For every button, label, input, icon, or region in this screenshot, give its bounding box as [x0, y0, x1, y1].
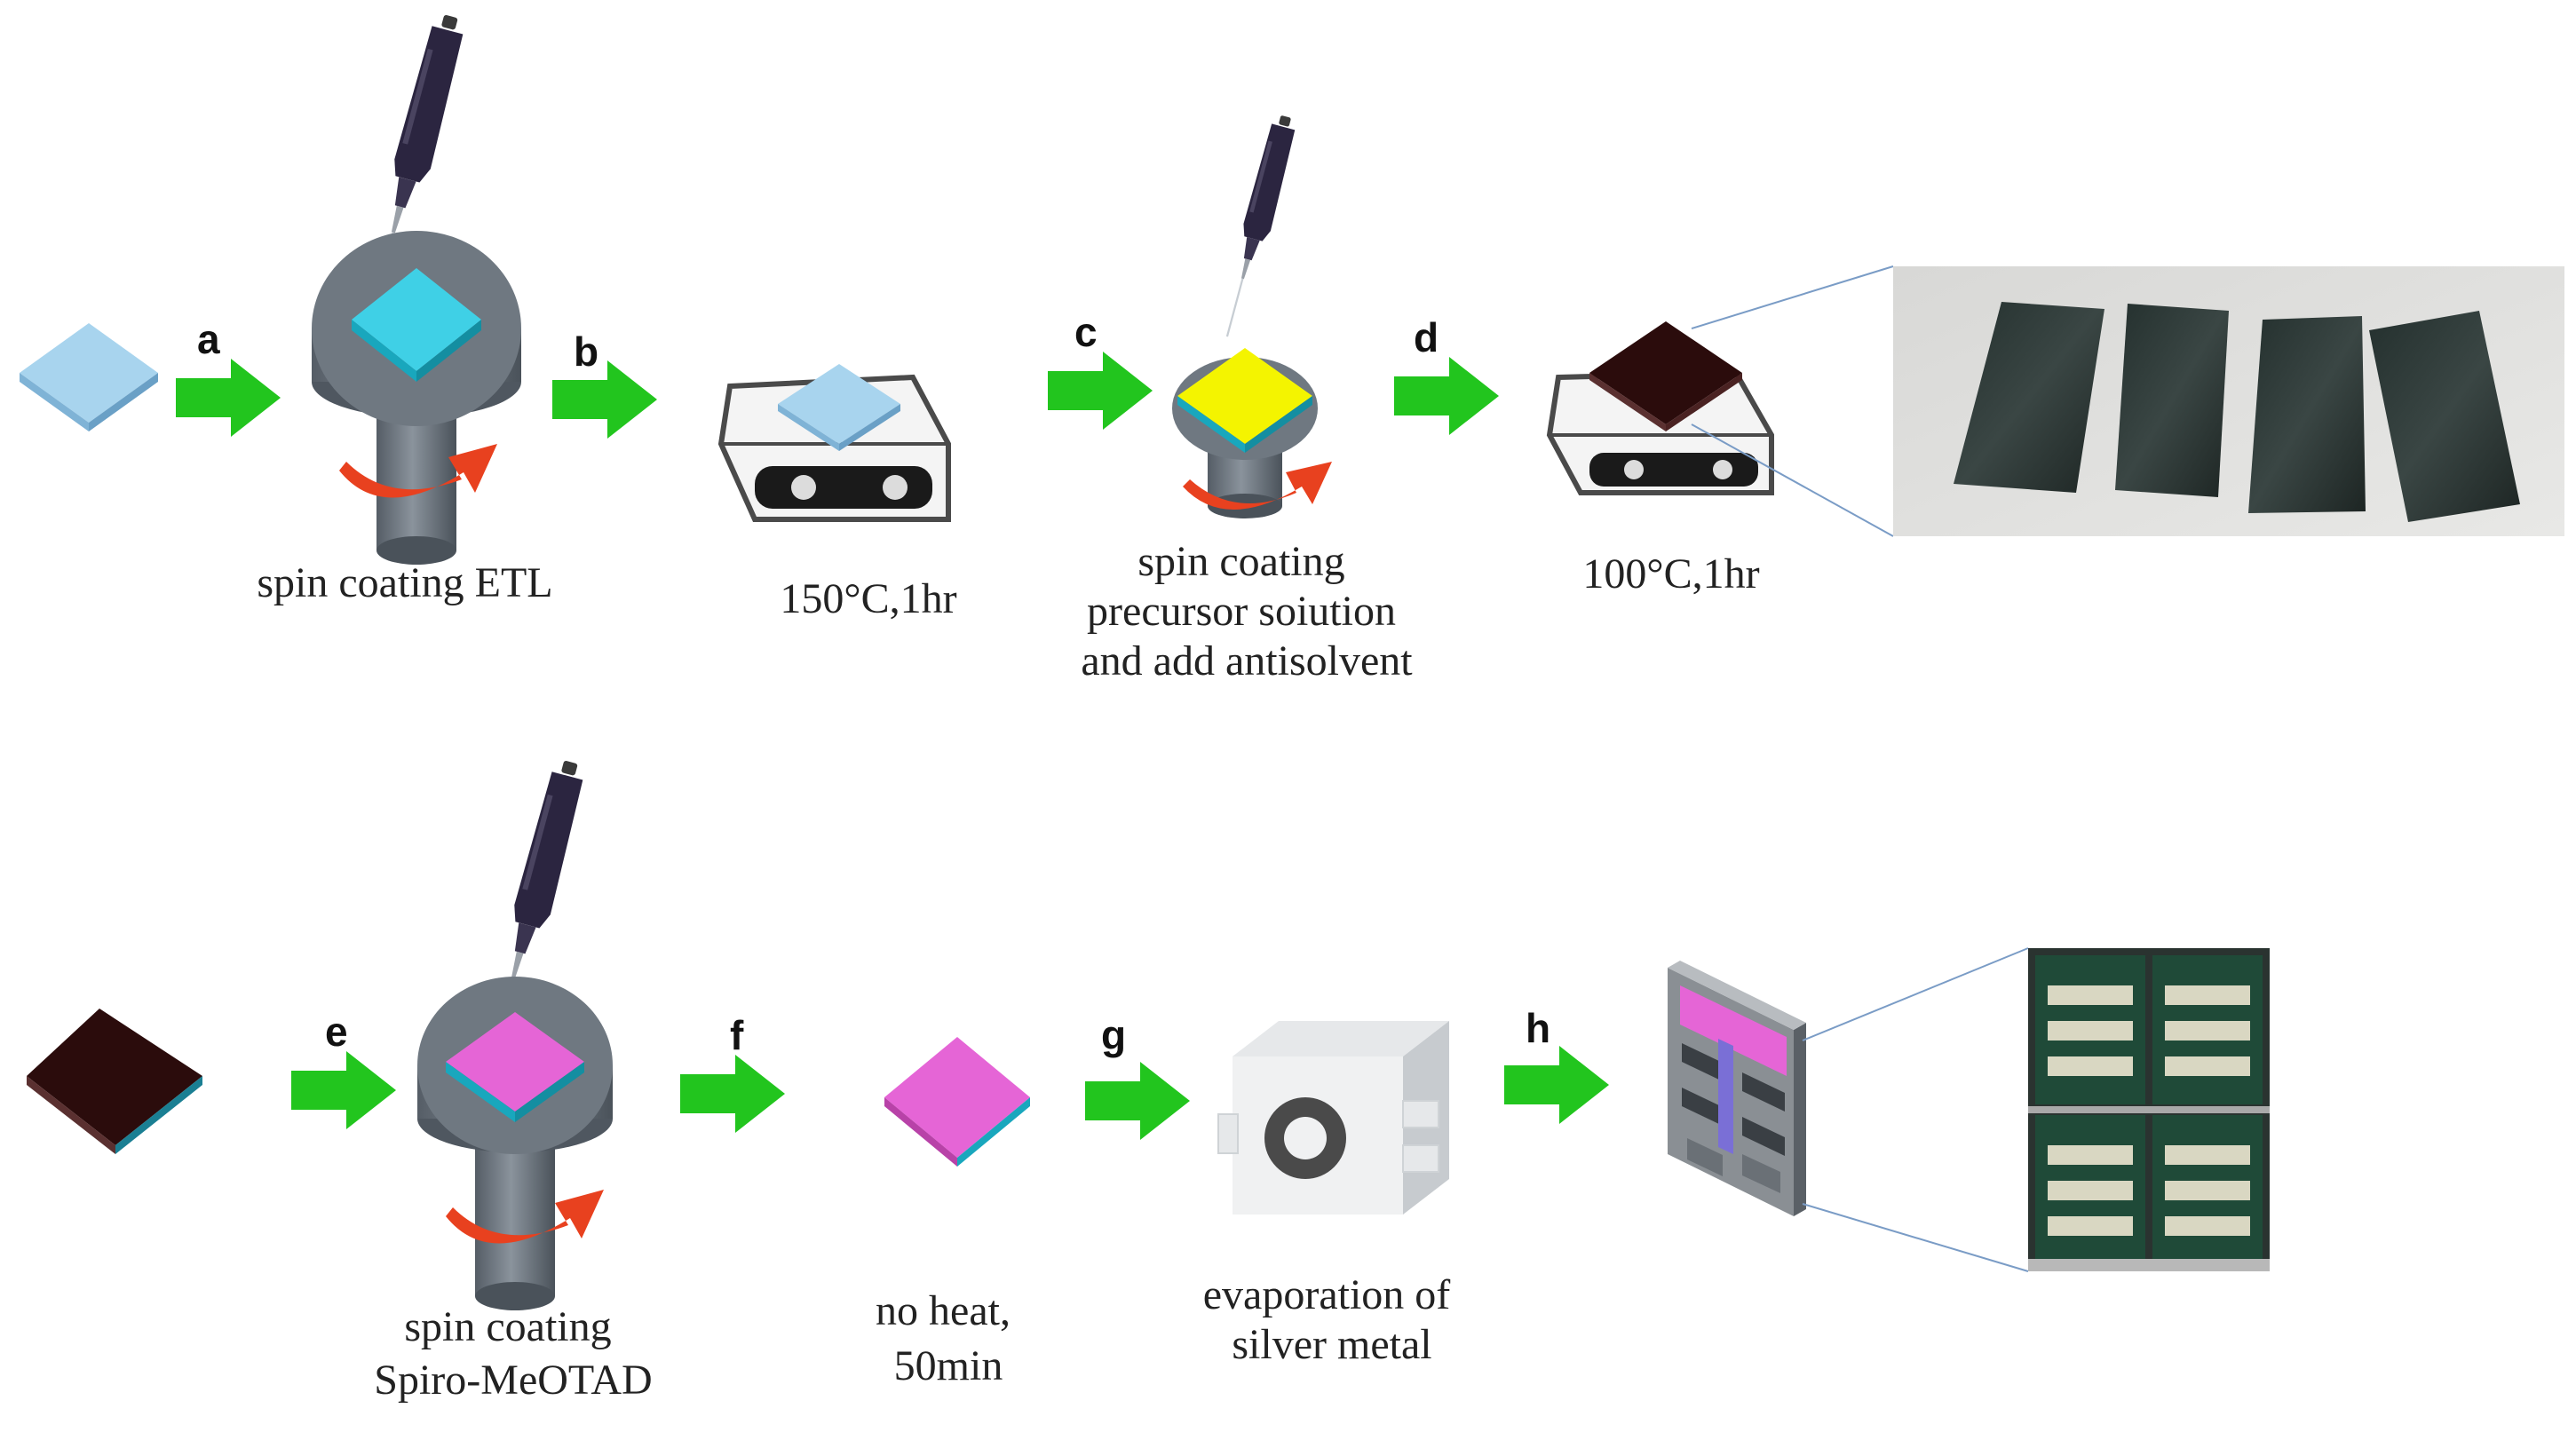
photo-perovskite-films — [1893, 266, 2564, 536]
step-e-arrow: e — [291, 1009, 396, 1129]
caption-spin-precursor: spin coating precursor soiution and add … — [1081, 538, 1413, 684]
zoom-lines-top — [1691, 265, 1894, 537]
step-a-label: a — [197, 316, 220, 362]
spin-coater-precursor — [1172, 112, 1332, 518]
spin-coater-spiro — [417, 756, 613, 1310]
step-b-arrow: b — [552, 328, 657, 439]
photo-completed-devices — [2028, 948, 2270, 1271]
spin-coater-etl — [312, 10, 521, 565]
step-f-label: f — [730, 1012, 744, 1058]
step-g-label: g — [1101, 1012, 1126, 1058]
green-arrow-icon — [291, 1051, 396, 1129]
step-g-arrow: g — [1085, 1012, 1190, 1140]
film-sample — [2248, 316, 2366, 513]
green-arrow-icon — [176, 359, 281, 437]
rotation-arrow-icon — [446, 1190, 604, 1244]
finished-device — [1668, 961, 1806, 1216]
green-arrow-icon — [680, 1055, 785, 1133]
step-h-arrow: h — [1504, 1005, 1609, 1124]
green-arrow-icon — [1048, 352, 1153, 430]
caption-anneal-100: 100°C,1hr — [1582, 550, 1759, 597]
caption-spin-spiro: spin coating Spiro-MeOTAD — [374, 1303, 652, 1404]
film-sample — [2369, 311, 2520, 522]
spiro-substrate — [884, 1037, 1030, 1167]
caption-anneal-150: 150°C,1hr — [780, 575, 956, 622]
caption-evaporation: evaporation of silver metal — [1203, 1271, 1462, 1368]
caption-spin-etl: spin coating ETL — [257, 559, 552, 606]
hot-plate-150 — [717, 364, 951, 522]
zoom-lines-bottom — [1802, 947, 2029, 1272]
step-d-label: d — [1414, 314, 1439, 360]
step-a-arrow: a — [176, 316, 281, 437]
film-sample — [1954, 302, 2104, 493]
step-c-arrow: c — [1048, 309, 1153, 430]
rotation-arrow-icon — [339, 444, 497, 498]
evaporator — [1217, 1021, 1449, 1215]
hot-plate-100 — [1546, 321, 1774, 495]
green-arrow-icon — [552, 360, 657, 439]
perovskite-substrate — [27, 1009, 202, 1154]
step-h-label: h — [1526, 1005, 1550, 1051]
step-b-label: b — [574, 328, 598, 375]
pipette-icon — [1213, 112, 1302, 342]
step-e-label: e — [325, 1009, 348, 1055]
rotation-arrow-icon — [1183, 462, 1332, 510]
bare-substrate — [20, 323, 158, 431]
step-c-label: c — [1074, 309, 1098, 355]
green-arrow-icon — [1504, 1046, 1609, 1124]
film-sample — [2115, 304, 2229, 497]
step-d-arrow: d — [1394, 314, 1499, 435]
caption-no-heat: no heat, 50min — [876, 1287, 1021, 1389]
step-f-arrow: f — [680, 1012, 785, 1133]
green-arrow-icon — [1394, 357, 1499, 435]
green-arrow-icon — [1085, 1062, 1190, 1140]
